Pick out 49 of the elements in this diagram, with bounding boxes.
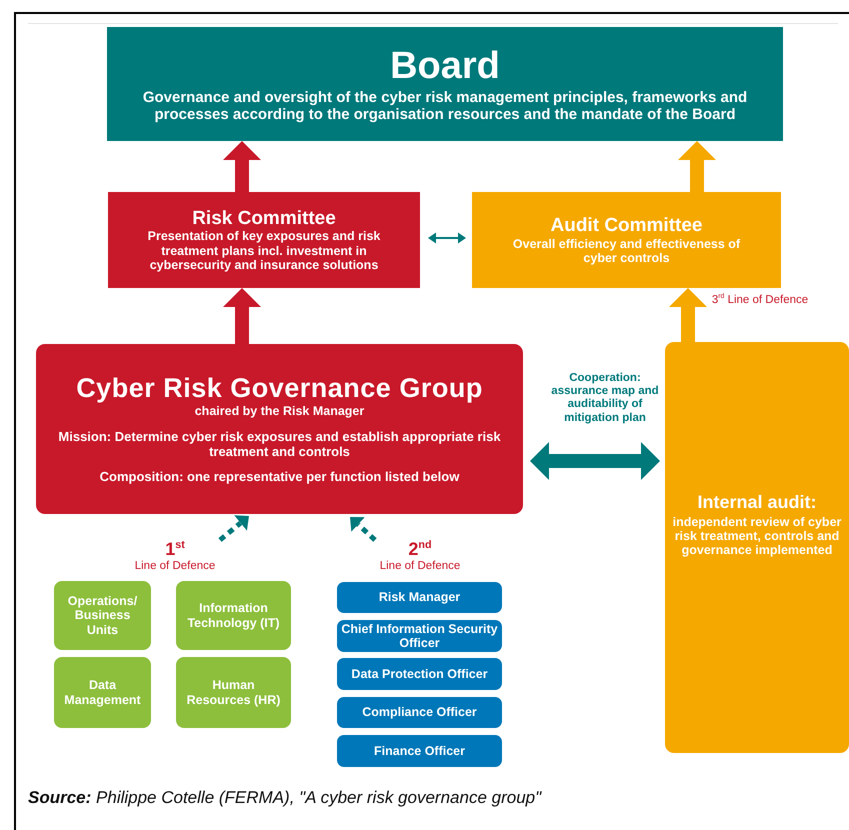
double-arrow [428, 232, 466, 244]
box-description: Presentation of key exposures and risk treatment plans incl. investment in cybersecurity and insurance solutions [146, 229, 382, 272]
line-of-defence-label: Line of Defence [380, 560, 460, 573]
box-title: Audit Committee [550, 214, 702, 237]
block-arrow [530, 442, 660, 480]
box-description: Composition: one representative per function listed below [100, 470, 460, 486]
officer-box [337, 735, 502, 767]
dashed-arrow [350, 517, 377, 542]
box-label: Chief Information Security Officer [341, 622, 498, 650]
board-box [107, 27, 783, 141]
box-title: Risk Committee [192, 208, 336, 230]
line-of-defence-label: Line of Defence [134, 560, 216, 573]
box-label: Data Management [63, 678, 142, 707]
box-title: Board [390, 44, 500, 89]
box-label: Finance Officer [374, 744, 465, 758]
block-arrow [223, 288, 261, 344]
officer-box [337, 582, 502, 613]
box-description: Overall efficiency and effectiveness of cyber controls [512, 236, 741, 266]
function-box [54, 581, 151, 650]
edge-label: Cooperation: assurance map and auditability of mitigation plan [550, 372, 660, 425]
edge-label: 3$^{rd}$ Line of Defence [710, 293, 810, 308]
officer-box [337, 697, 502, 728]
officer-box [337, 658, 502, 690]
block-arrow [223, 141, 261, 192]
box-label: Compliance Officer [362, 705, 477, 720]
function-box [176, 581, 291, 650]
source-caption: Source: Philippe Cotelle (FERMA), "A cyber risk governance group" [28, 788, 542, 808]
function-box [54, 657, 151, 728]
box-label: Operations/ Business Units [66, 594, 138, 638]
box-description: chaired by the Risk Manager [194, 404, 364, 418]
box-label: Data Protection Officer [351, 666, 488, 682]
line-number: 2$^{nd}$ [408, 539, 432, 560]
committee-box [472, 192, 781, 288]
line-number: 1$^{st}$ [165, 539, 185, 560]
box-description: independent review of cyber risk treatment, controls and governance implemented [672, 514, 842, 558]
box-description: Mission: Determine cyber risk exposures and establish appropriate risk treatment and controls [57, 430, 502, 460]
dashed-arrow [218, 515, 249, 542]
block-arrow [678, 141, 716, 192]
box-label: Human Resources (HR) [186, 678, 282, 707]
committee-box [108, 192, 420, 288]
box-label: Risk Manager [378, 590, 460, 605]
group-box [36, 344, 523, 514]
function-box [176, 657, 291, 728]
box-label: Information Technology (IT) [186, 601, 281, 630]
box-title: Cyber Risk Governance Group [76, 372, 483, 404]
block-arrow [669, 288, 707, 342]
box-title: Internal audit: [697, 492, 816, 513]
box-description: Governance and oversight of the cyber risk management principles, frameworks and processes according to the organisation resources and the mandate of the Board [142, 88, 748, 124]
internal-audit-box [665, 342, 849, 753]
